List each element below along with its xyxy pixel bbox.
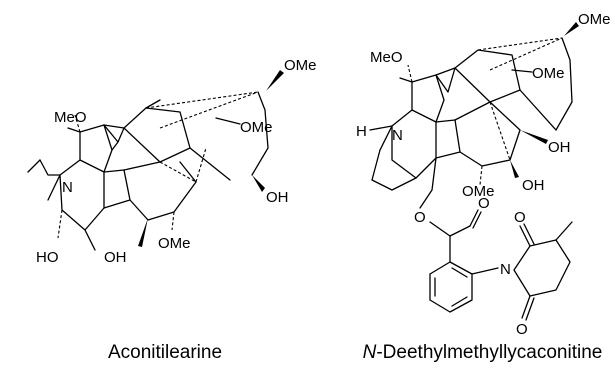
label-o-imide-top: O (514, 209, 526, 226)
label-oh-upper-right: OH (548, 139, 571, 156)
label-ome-ring-right: OMe (532, 65, 565, 82)
label-oh-bottom-left: OH (104, 249, 127, 266)
compound-name-rest: -Deethylmethyllycaconitine (376, 342, 603, 363)
label-n-left: N (62, 179, 73, 196)
label-ome-top-right: OMe (578, 11, 611, 28)
label-ome-bottom-right: OMe (462, 183, 495, 200)
compound-name-deethylmethyllycaconitine: N-Deethylmethyllycaconitine (350, 342, 615, 364)
label-h-right: H (356, 123, 367, 140)
label-meo-left: MeO (54, 109, 87, 126)
deethylmethyllycaconitine-structure: OMe MeO OMe H N OH OH OMe O O N O O (356, 11, 611, 338)
label-o-carbonyl: O (478, 195, 490, 212)
label-ome-ring-left: OMe (240, 119, 273, 136)
compound-name-aconitilearine: Aconitilearine (107, 342, 223, 363)
label-meo-right: MeO (370, 49, 403, 66)
label-ho-left: HO (36, 249, 59, 266)
compound-name-prefix: N (362, 342, 377, 363)
aconitilearine-structure: MeO OMe OMe N OH HO OH OMe (27, 57, 317, 266)
label-ome-bottom-left: OMe (158, 235, 191, 252)
label-n-right: N (392, 127, 403, 144)
label-n-imide: N (500, 261, 511, 278)
label-o-imide-bottom: O (516, 321, 528, 338)
label-oh-right-left: OH (266, 189, 289, 206)
label-ome-top-left: OMe (284, 57, 317, 74)
label-oh-lower-right: OH (522, 177, 545, 194)
label-o-ester: O (414, 209, 426, 226)
